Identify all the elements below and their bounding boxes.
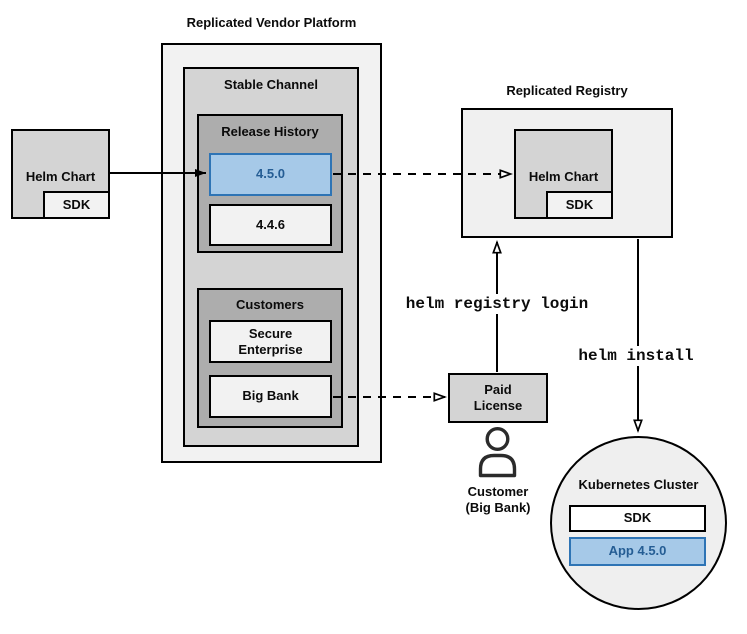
vendor-platform-title: Replicated Vendor Platform [186, 15, 357, 30]
kubernetes-cluster-label: Kubernetes Cluster [578, 477, 699, 492]
customer-actor-caption: Customer (Big Bank) [452, 484, 544, 515]
source-helm-chart-label: Helm Chart [25, 169, 96, 184]
registry-box: Helm Chart SDK [461, 108, 673, 238]
source-helm-chart-box: Helm Chart SDK [11, 129, 110, 219]
paid-license-box: Paid License [448, 373, 548, 423]
customers-label: Customers [236, 297, 304, 312]
customer-big-bank-box: Big Bank [209, 375, 332, 418]
paid-license-label: Paid License [473, 382, 523, 413]
helm-registry-login-command: helm registry login [402, 294, 592, 314]
stable-channel-label: Stable Channel [224, 77, 318, 92]
registry-title: Replicated Registry [506, 83, 628, 98]
release-history-box: Release History 4.5.0 4.4.6 [197, 114, 343, 253]
release-4-5-0-box: 4.5.0 [209, 153, 332, 196]
helm-install-command: helm install [575, 346, 697, 366]
customer-actor-label: Customer (Big Bank) [465, 484, 531, 515]
release-history-label: Release History [221, 124, 319, 139]
registry-helm-chart-box: Helm Chart SDK [514, 129, 613, 219]
registry-sdk-box: SDK [546, 191, 613, 219]
customers-box: Customers Secure Enterprise Big Bank [197, 288, 343, 428]
cluster-sdk-box: SDK [569, 505, 706, 532]
stable-channel-box: Stable Channel Release History 4.5.0 4.4… [183, 67, 359, 447]
registry-helm-chart-label: Helm Chart [528, 169, 599, 184]
customer-secure-enterprise-box: Secure Enterprise [209, 320, 332, 363]
cluster-app-box: App 4.5.0 [569, 537, 706, 566]
release-4-4-6-box: 4.4.6 [209, 204, 332, 246]
kubernetes-cluster-circle: Kubernetes Cluster SDK App 4.5.0 [550, 436, 727, 610]
customer-secure-enterprise-label: Secure Enterprise [238, 325, 303, 357]
vendor-platform-box: Stable Channel Release History 4.5.0 4.4… [161, 43, 382, 463]
source-sdk-box: SDK [43, 191, 110, 219]
person-icon [478, 426, 517, 478]
